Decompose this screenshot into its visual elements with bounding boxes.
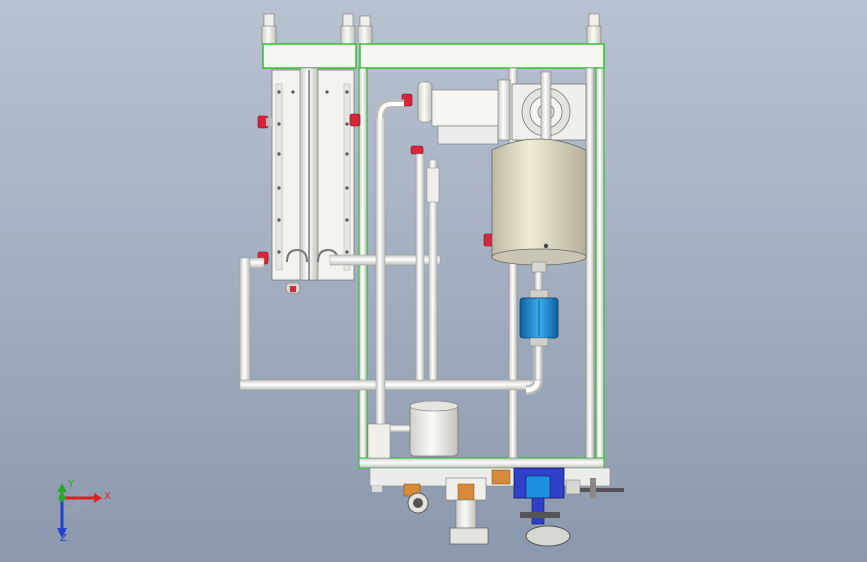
buffer-tank <box>491 138 587 273</box>
inline-filter <box>519 289 559 347</box>
red-valves <box>257 93 495 265</box>
circulation-pump <box>417 79 511 145</box>
top-header-beams <box>262 43 605 69</box>
orientation-triad[interactable]: X Y Z <box>50 479 111 545</box>
triad-y-label: Y <box>68 479 75 490</box>
piping <box>239 99 543 459</box>
triad-axes <box>57 483 102 538</box>
triad-z-label: Z <box>60 533 67 544</box>
bottom-manifold <box>369 467 624 547</box>
top-connectors <box>261 13 602 45</box>
compressor-tank <box>367 400 459 459</box>
motor-housing <box>511 71 587 161</box>
triad-x-label: X <box>104 491 111 502</box>
plate-heat-exchanger <box>271 67 355 294</box>
